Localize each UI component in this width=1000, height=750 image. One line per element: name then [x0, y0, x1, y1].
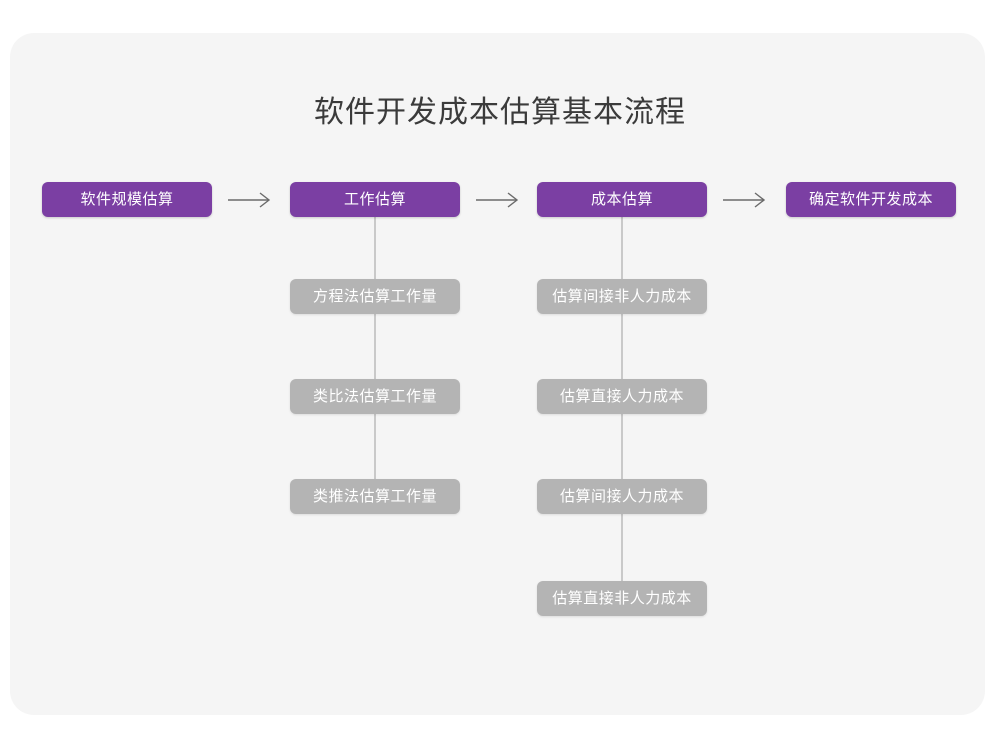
substep-box-analogy-method-effort[interactable]: 类比法估算工作量: [290, 379, 460, 414]
connector-line-column-2: [374, 217, 376, 479]
substep-box-inference-method-effort[interactable]: 类推法估算工作量: [290, 479, 460, 514]
stage-box-determine-development-cost[interactable]: 确定软件开发成本: [786, 182, 956, 217]
page-title: 软件开发成本估算基本流程: [314, 96, 686, 129]
substep-box-equation-method-effort[interactable]: 方程法估算工作量: [290, 279, 460, 314]
substep-box-direct-nonlabor-cost[interactable]: 估算直接非人力成本: [537, 581, 707, 616]
right-arrow-icon-3: [723, 190, 769, 210]
right-arrow-icon-1: [228, 190, 274, 210]
substep-box-direct-labor-cost[interactable]: 估算直接人力成本: [537, 379, 707, 414]
substep-box-indirect-nonlabor-cost[interactable]: 估算间接非人力成本: [537, 279, 707, 314]
substep-box-indirect-labor-cost[interactable]: 估算间接人力成本: [537, 479, 707, 514]
stage-box-effort-estimation[interactable]: 工作估算: [290, 182, 460, 217]
diagram-card: [10, 33, 985, 715]
right-arrow-icon-2: [476, 190, 522, 210]
stage-box-cost-estimation[interactable]: 成本估算: [537, 182, 707, 217]
stage-box-software-size-estimation[interactable]: 软件规模估算: [42, 182, 212, 217]
